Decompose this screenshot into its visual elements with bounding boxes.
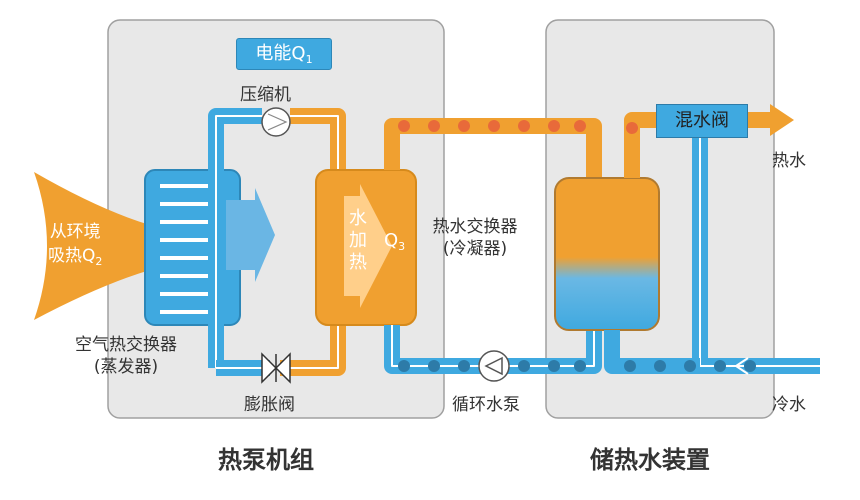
pump-label: 循环水泵	[452, 395, 520, 415]
energy-input-box: 电能Q1	[236, 38, 332, 70]
hot-water-out-arrow	[770, 104, 794, 136]
cold-pipe-dots	[398, 360, 586, 372]
tank-to-mixer-pipe	[624, 112, 660, 178]
mixing-valve: 混水阀	[656, 104, 748, 138]
evaporator	[144, 169, 241, 326]
condenser-label: 热水交换器 (冷凝器)	[432, 217, 518, 259]
cold-water-in-arrow	[734, 357, 749, 375]
hot-water-label: 热水	[772, 151, 806, 171]
evaporator-label: 空气热交换器 (蒸发器)	[75, 335, 177, 377]
evaporator-arrow	[226, 188, 275, 282]
condenser-arrow	[344, 184, 392, 308]
air-heat-label: 从环境 吸热Q2	[48, 222, 103, 268]
water-heating-label: 水 加 热	[349, 208, 367, 273]
expansion-valve	[261, 352, 291, 384]
cold-to-tank-pipe	[604, 330, 700, 374]
heat-pump-unit-title: 热泵机组	[218, 446, 314, 474]
compressor-label: 压缩机	[240, 85, 291, 105]
cold-inlet-dots	[624, 360, 756, 372]
circulation-pump	[478, 350, 510, 382]
hot-pipe-dots	[398, 120, 586, 132]
cold-water-label: 冷水	[772, 395, 806, 415]
expansion-valve-label: 膨胀阀	[244, 395, 295, 415]
storage-tank	[554, 177, 660, 331]
evaporator-coil	[160, 184, 220, 314]
heat-q3-label: Q3	[384, 230, 406, 253]
storage-unit-title: 储热水装置	[590, 446, 710, 474]
air-inflow-cone	[34, 172, 150, 320]
